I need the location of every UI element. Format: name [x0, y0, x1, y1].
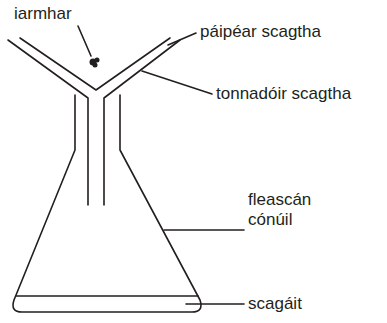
leader-line [168, 33, 196, 45]
part-label: iarmhar [14, 4, 72, 24]
residue [90, 58, 100, 68]
leader-line [78, 26, 91, 56]
part-label: scagáit [248, 294, 302, 314]
part-label: fleascán cónúil [248, 190, 340, 230]
part-label: páipéar scagtha [200, 22, 321, 42]
part-label: tonnadóir scagtha [216, 84, 351, 104]
filter-funnel [8, 40, 180, 205]
leader-line [142, 71, 212, 94]
leader-line [164, 229, 244, 231]
leader-line [186, 303, 244, 305]
conical-flask [13, 95, 201, 312]
filter-paper [20, 38, 170, 90]
filtrate-surface [16, 295, 198, 297]
